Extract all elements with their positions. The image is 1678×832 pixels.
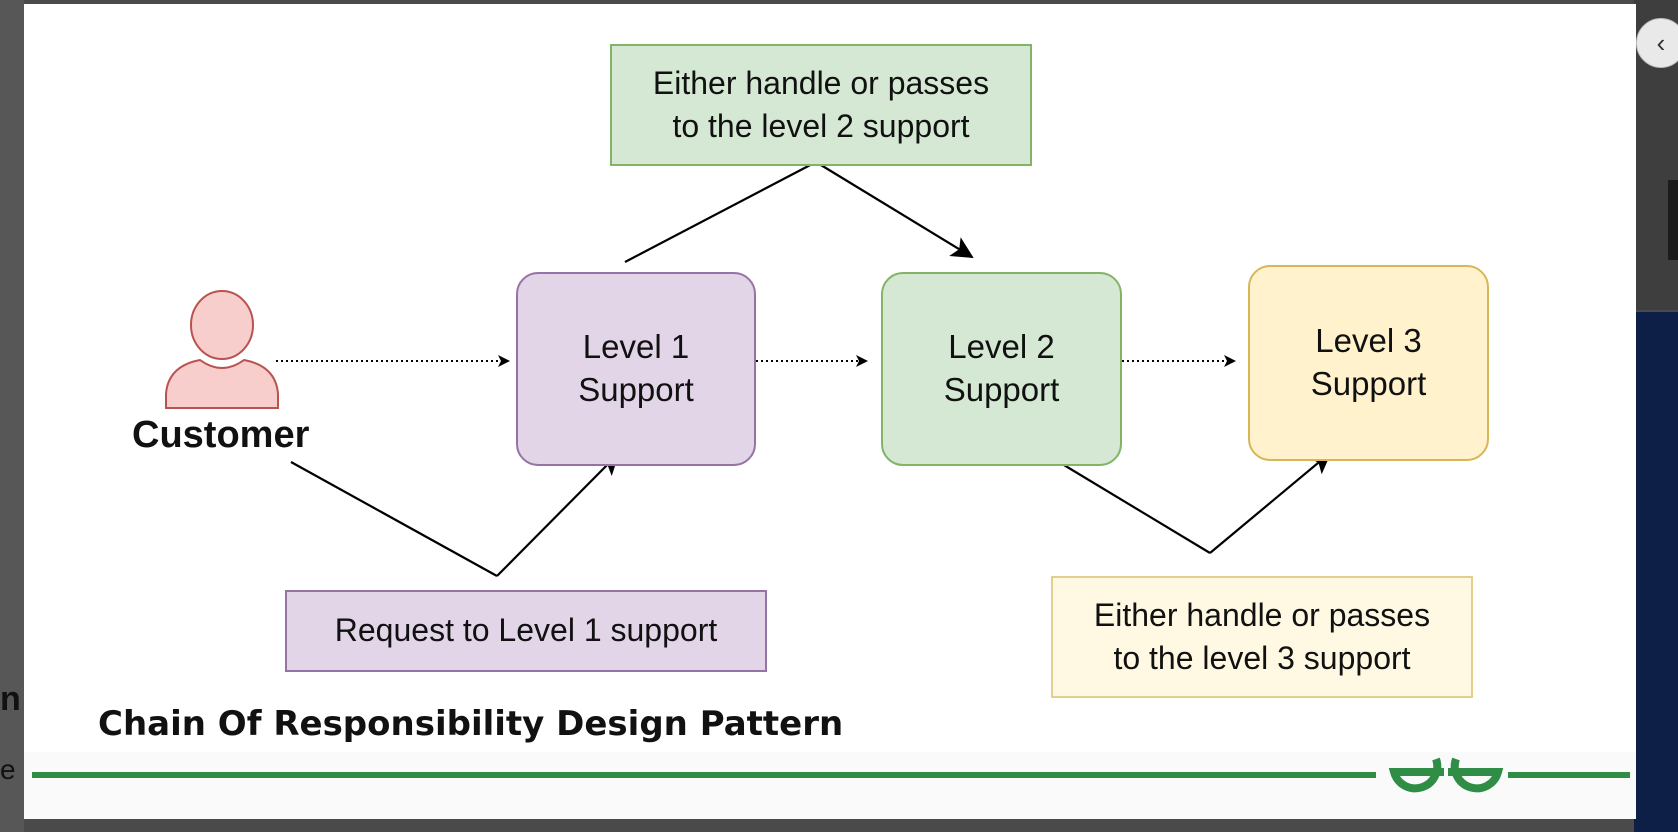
note-level2-handoff: Either handle or passes to the level 2 s… [610, 44, 1032, 166]
note-request-text: Request to Level 1 support [334, 612, 718, 649]
note-bottom-line2: to the level 3 support [1113, 640, 1411, 676]
level2-label-line1: Level 2 [948, 328, 1055, 366]
customer-label: Customer [132, 414, 310, 456]
footer-divider-right [1508, 772, 1630, 778]
arrow-request-to-level1 [496, 452, 620, 577]
customer-person-icon [165, 290, 279, 409]
level2-label-line2: Support [943, 371, 1060, 408]
note-level3-handoff: Either handle or passes to the level 3 s… [1051, 576, 1473, 698]
chevron-left-icon: ‹ [1656, 27, 1666, 58]
geeksforgeeks-logo-icon [1388, 757, 1504, 793]
image-lightbox: Customer Level 1 Support Level 2 Support… [24, 4, 1636, 819]
connector-customer-to-request [290, 461, 498, 577]
note-bottom-line1: Either handle or passes [1093, 596, 1431, 633]
note-top-line2: to the level 2 support [672, 108, 970, 144]
arrow-bottom-note-to-level3 [1209, 451, 1332, 554]
connector-level1-to-top-note [624, 161, 817, 263]
level1-label-line1: Level 1 [582, 328, 690, 366]
diagram-caption: Chain Of Responsibility Design Pattern [98, 704, 844, 744]
background-text-fragment: n [0, 680, 21, 718]
level1-label-line2: Support [578, 371, 694, 408]
level3-support-box: Level 3 Support [1248, 265, 1489, 461]
footer-divider-left [32, 772, 1376, 778]
connector-level2-to-bottom-note [1043, 452, 1211, 554]
background-page-right-panel [1634, 312, 1678, 832]
background-page-right-strip [1668, 180, 1678, 260]
diagram-connectors [276, 161, 1332, 577]
level1-support-box: Level 1 Support [516, 272, 756, 466]
footer-band [24, 752, 1636, 819]
note-request-level1: Request to Level 1 support [285, 590, 767, 672]
level3-label-line2: Support [1310, 365, 1427, 402]
level3-label-line1: Level 3 [1315, 322, 1422, 360]
note-top-line1: Either handle or passes [652, 64, 990, 101]
arrow-top-note-to-level2 [815, 161, 974, 259]
lightbox-close-button[interactable]: ‹ [1636, 18, 1678, 68]
background-page-left-edge [0, 0, 24, 832]
level2-support-box: Level 2 Support [881, 272, 1122, 466]
